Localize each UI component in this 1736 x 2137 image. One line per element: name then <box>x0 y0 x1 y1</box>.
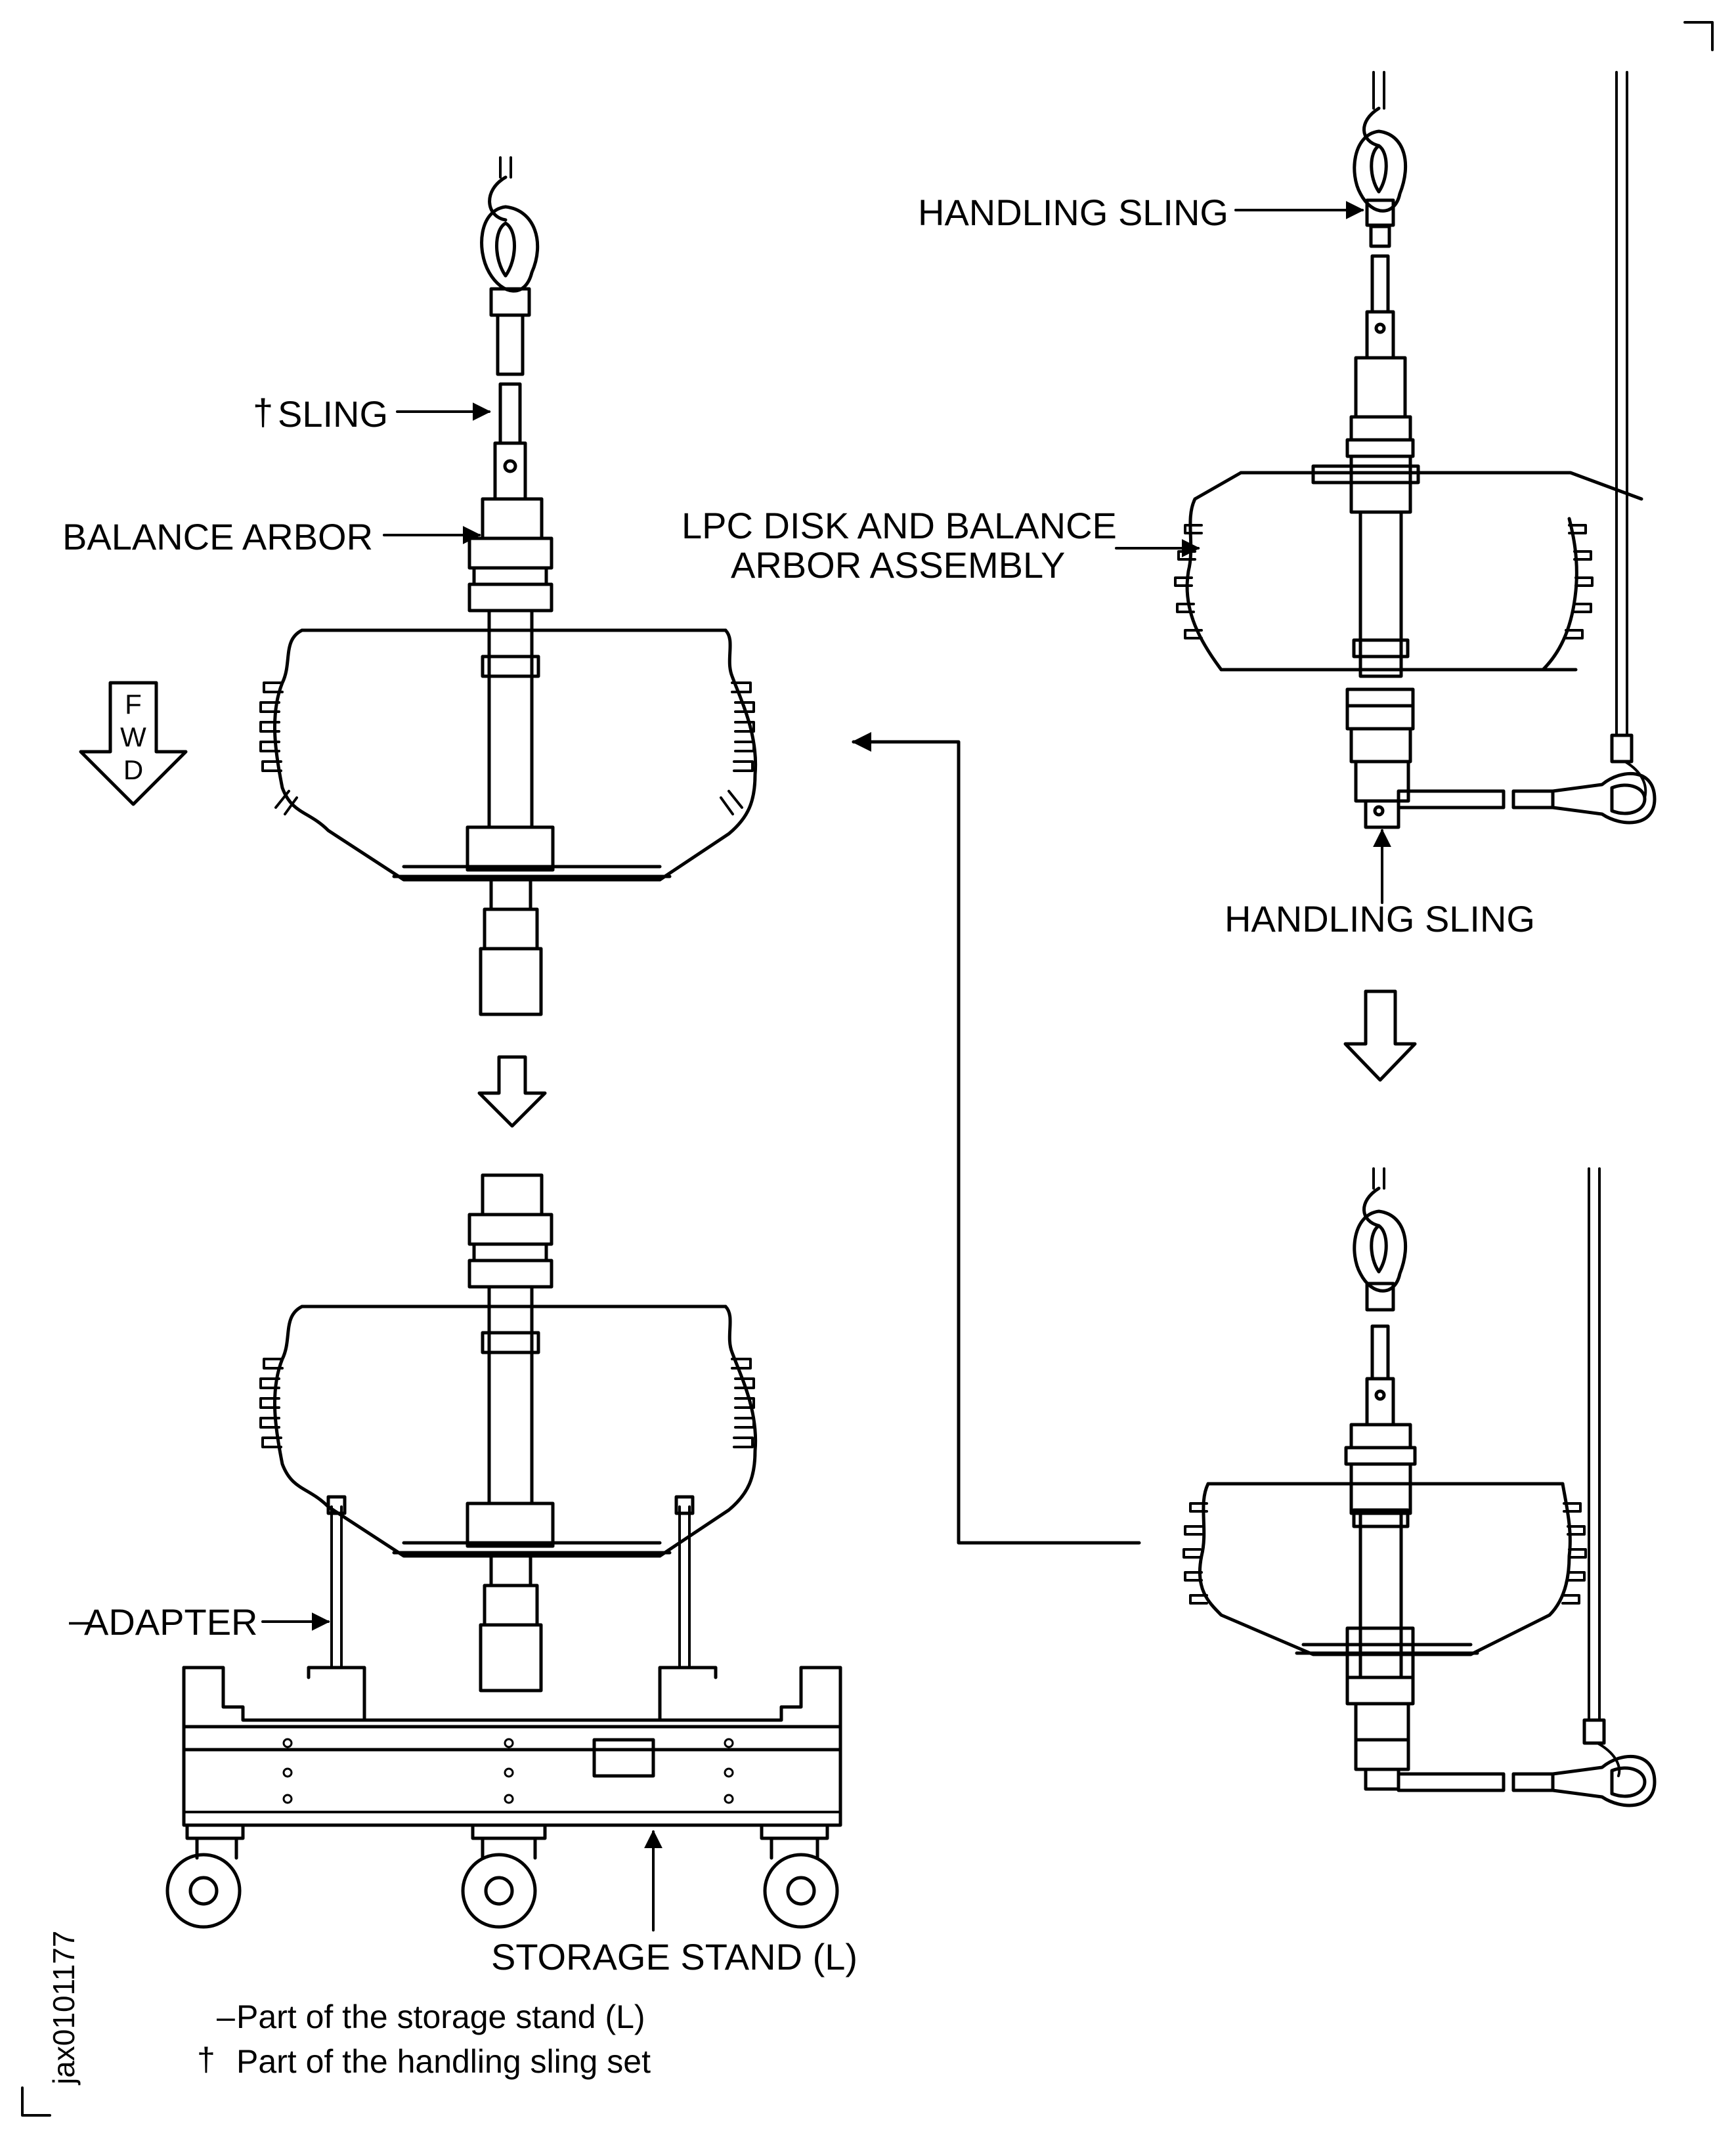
lpc-label-line1: LPC DISK AND BALANCE <box>682 505 1117 546</box>
flow-arrow <box>852 732 1141 1545</box>
lpc-label-line2: ARBOR ASSEMBLY <box>731 544 1066 586</box>
assembly-bottom-right <box>1183 1167 1657 1807</box>
assembly-top-left <box>259 156 758 1016</box>
sling-label: SLING <box>278 393 389 435</box>
balance-arbor-label: BALANCE ARBOR <box>62 516 374 557</box>
assembly-top-right <box>1174 71 1657 829</box>
fwd-arrow <box>79 681 188 806</box>
assembly-on-stand <box>165 1173 842 1929</box>
legend-text-stand: Part of the storage stand (L) <box>236 1998 645 2035</box>
fwd-letter-f: F <box>125 689 142 720</box>
down-arrow-right <box>1343 989 1417 1082</box>
fwd-letter-d: D <box>123 754 144 785</box>
storage-stand-label: STORAGE STAND (L) <box>491 1936 858 1977</box>
handling-sling-top-label: HANDLING SLING <box>918 192 1228 233</box>
adapter-mark: – <box>69 1599 90 1641</box>
corner-marks <box>21 21 1714 2117</box>
leader-lines <box>261 201 1391 1932</box>
sling-dagger-mark: † <box>253 391 274 433</box>
down-arrow-left <box>477 1055 547 1128</box>
legend-mark-stand: – <box>217 1998 235 2035</box>
legend-mark-sling-set: † <box>197 2041 215 2078</box>
handling-sling-bottom-label: HANDLING SLING <box>1225 898 1535 939</box>
legend-text-sling-set: Part of the handling sling set <box>236 2043 651 2080</box>
fwd-letter-w: W <box>120 722 146 752</box>
adapter-label: ADAPTER <box>84 1601 258 1643</box>
figure-id: jax0101177 <box>47 1930 81 2084</box>
